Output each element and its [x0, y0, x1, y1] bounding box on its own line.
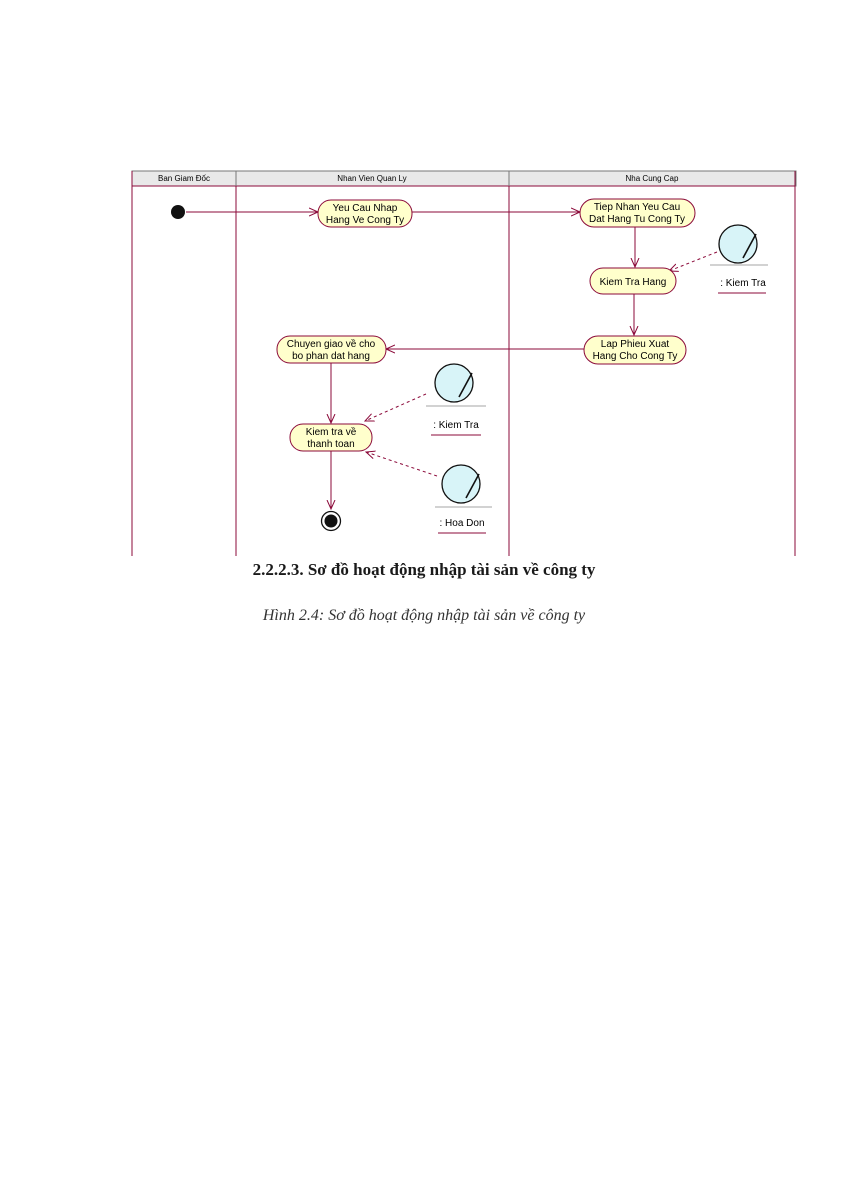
- control-flows: [186, 212, 635, 509]
- swimlane-header-ban-giam-doc: Ban Giam Đốc: [158, 174, 210, 183]
- object-kiem-tra-2: : Kiem Tra: [426, 363, 486, 436]
- activity-label-line2: thanh toan: [307, 439, 354, 450]
- activity-diagram: Ban Giam Đốc Nhan Vien Quan Ly Nha Cung …: [131, 170, 797, 556]
- activity-label-line2: Hang Cho Cong Ty: [593, 351, 678, 362]
- object-kiem-tra-1: : Kiem Tra: [710, 224, 768, 294]
- activity-kiem-tra-hang: Kiem Tra Hang: [589, 267, 677, 295]
- activity-label-line2: Dat Hang Tu Cong Ty: [589, 214, 685, 225]
- activity-label-line1: Yeu Cau Nhap: [333, 203, 398, 214]
- section-heading: 2.2.2.3. Sơ đồ hoạt động nhập tài sản về…: [252, 560, 596, 579]
- swimlane-frame: [131, 170, 797, 556]
- object-flow-kiem-tra-2: [365, 393, 427, 421]
- object-label: : Kiem Tra: [433, 420, 479, 431]
- activity-label-line1: Chuyen giao về cho: [287, 338, 376, 350]
- object-icon: [710, 224, 768, 266]
- activity-label-line2: bo phan dat hang: [292, 351, 370, 362]
- activity-tiep-nhan: Tiep Nhan Yeu Cau Dat Hang Tu Cong Ty: [579, 198, 696, 228]
- activity-label-line2: Hang Ve Cong Ty: [326, 215, 404, 226]
- activity-label-line1: Lap Phieu Xuat: [601, 339, 670, 350]
- activity-label-line1: Tiep Nhan Yeu Cau: [594, 202, 680, 213]
- final-node: [320, 510, 342, 532]
- swimlane-header-nha-cung-cap: Nha Cung Cap: [626, 174, 679, 183]
- object-icon: [426, 363, 486, 407]
- object-label: : Hoa Don: [439, 518, 484, 529]
- activity-label-line1: Kiem tra về: [306, 426, 357, 438]
- object-icon: [435, 464, 492, 508]
- swimlane-header-nhan-vien-quan-ly: Nhan Vien Quan Ly: [337, 174, 406, 183]
- object-flow-kiem-tra-1: [669, 251, 718, 271]
- activity-lap-phieu: Lap Phieu Xuat Hang Cho Cong Ty: [583, 335, 687, 365]
- activity-chuyen-giao: Chuyen giao về cho bo phan dat hang: [276, 335, 387, 364]
- object-hoa-don: : Hoa Don: [435, 464, 492, 534]
- activity-yeu-cau-nhap: Yeu Cau Nhap Hang Ve Cong Ty: [317, 199, 413, 228]
- initial-node: [171, 205, 185, 219]
- activity-kiem-tra-thanh-toan: Kiem tra về thanh toan: [289, 423, 373, 452]
- object-label: : Kiem Tra: [720, 278, 766, 289]
- object-flows: [365, 251, 718, 477]
- object-flow-hoa-don: [366, 452, 438, 477]
- figure-caption: Hình 2.4: Sơ đồ hoạt động nhập tài sản v…: [262, 607, 586, 624]
- activity-label: Kiem Tra Hang: [600, 277, 667, 288]
